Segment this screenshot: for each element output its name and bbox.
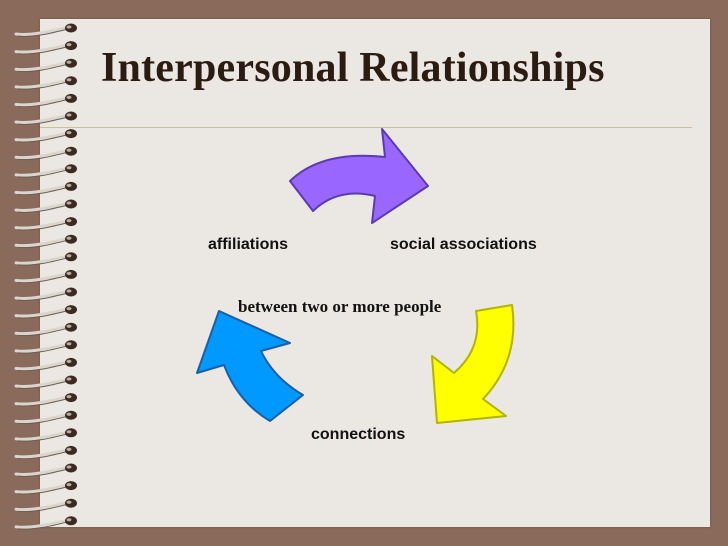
binding-ring — [14, 234, 77, 249]
binding-ring — [14, 393, 77, 407]
binding-ring — [14, 76, 77, 90]
label-social-associations: social associations — [390, 236, 537, 253]
binding-ring — [14, 498, 77, 513]
binding-ring — [14, 41, 77, 55]
binding-ring — [14, 322, 77, 337]
binding-ring — [14, 305, 77, 319]
notebook-paper — [40, 19, 710, 527]
binding-ring — [14, 111, 77, 125]
binding-ring — [14, 287, 77, 301]
binding-ring — [14, 146, 77, 161]
binding-ring — [14, 199, 77, 213]
binding-ring — [14, 164, 77, 178]
binding-ring — [14, 252, 77, 266]
binding-ring — [14, 375, 77, 389]
binding-ring — [14, 269, 77, 284]
cycle-arrow-left — [196, 310, 304, 422]
binding-ring — [14, 428, 77, 442]
binding-ring — [14, 129, 77, 143]
binding-ring — [14, 181, 77, 196]
label-connections: connections — [311, 426, 406, 443]
binding-ring — [14, 357, 77, 372]
title-divider — [40, 127, 692, 128]
label-affiliations: affiliations — [208, 236, 289, 253]
page-title: Interpersonal Relationships — [101, 45, 605, 91]
binding-ring — [14, 410, 77, 425]
cycle-arrow-right — [431, 304, 515, 424]
binding-ring — [14, 481, 77, 495]
binding-ring — [14, 93, 77, 108]
cycle-arrow-top — [289, 128, 429, 224]
binding-ring — [14, 58, 77, 73]
spiral-binding — [14, 23, 77, 530]
binding-ring — [14, 23, 77, 37]
binding-ring — [14, 340, 77, 354]
binding-ring — [14, 516, 77, 530]
label-center: between two or more people — [238, 297, 442, 316]
binding-ring — [14, 445, 77, 460]
binding-ring — [14, 217, 77, 231]
binding-ring — [14, 463, 77, 477]
